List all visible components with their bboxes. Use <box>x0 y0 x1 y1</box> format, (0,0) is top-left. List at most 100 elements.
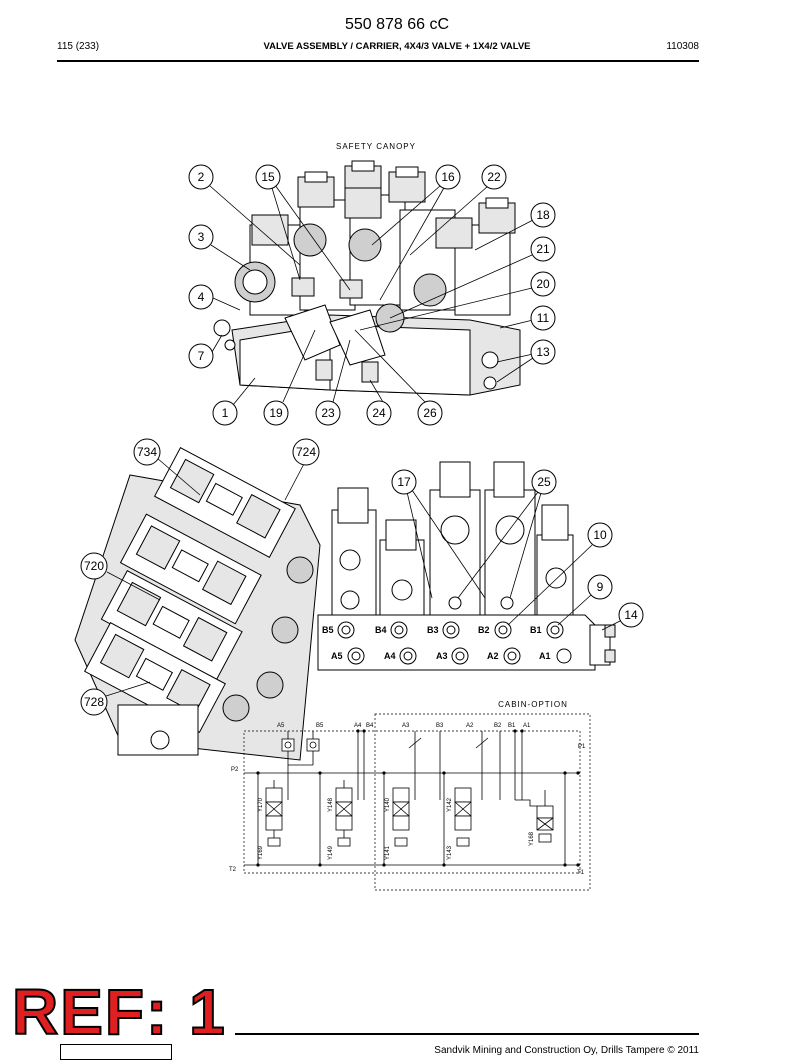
callout-25: 25 <box>531 469 557 495</box>
svg-text:20: 20 <box>536 277 550 291</box>
schematic-port-a3: A3 <box>402 723 410 729</box>
cabin-option-label: CABIN-OPTION <box>498 700 568 709</box>
svg-text:24: 24 <box>372 406 386 420</box>
top-callouts: 2 15 16 22 18 3 21 20 4 11 7 13 1 19 23 … <box>188 164 556 426</box>
schematic-port-b5: B5 <box>316 723 324 729</box>
schematic-port-a2: A2 <box>466 723 474 729</box>
schematic-t2: T2 <box>229 867 237 873</box>
callout-724: 724 <box>292 438 320 466</box>
page-number: 115 (233) <box>57 41 100 52</box>
callout-7: 7 <box>188 343 214 369</box>
date-code: 110308 <box>666 41 699 52</box>
callout-24: 24 <box>366 400 392 426</box>
solenoid-y142: Y142 <box>447 797 453 812</box>
left-callouts: 734 724 720 728 <box>80 438 320 716</box>
callout-13: 13 <box>530 339 556 365</box>
svg-text:724: 724 <box>296 445 316 459</box>
port-label-b1: B1 <box>530 625 542 635</box>
port-label-a4: A4 <box>384 651 396 661</box>
callout-20: 20 <box>530 271 556 297</box>
callout-720: 720 <box>80 552 108 580</box>
solenoid-y148: Y148 <box>328 797 334 812</box>
schematic-port-b2: B2 <box>494 723 502 729</box>
callout-16: 16 <box>435 164 461 190</box>
svg-text:7: 7 <box>198 349 205 363</box>
callout-1: 1 <box>212 400 238 426</box>
callout-26: 26 <box>417 400 443 426</box>
right-callouts: 17 25 10 9 14 <box>391 469 644 628</box>
ref-stamp: REF: 1 <box>11 976 227 1048</box>
schematic-port-b4: B4 <box>366 723 374 729</box>
port-label-b2: B2 <box>478 625 490 635</box>
callout-734: 734 <box>133 438 161 466</box>
callout-4: 4 <box>188 284 214 310</box>
solenoid-y149: Y149 <box>328 845 334 860</box>
port-label-a3: A3 <box>436 651 448 661</box>
canopy-label: SAFETY CANOPY <box>336 142 416 151</box>
callout-9: 9 <box>587 574 613 600</box>
solenoid-y169: Y169 <box>258 845 264 860</box>
callout-11: 11 <box>530 305 556 331</box>
left-leader-lines <box>105 457 307 697</box>
svg-text:17: 17 <box>397 475 411 489</box>
svg-text:1: 1 <box>222 406 229 420</box>
schematic-t1: T1 <box>577 870 585 876</box>
port-label-a1: A1 <box>539 651 551 661</box>
callout-728: 728 <box>80 688 108 716</box>
svg-text:13: 13 <box>536 345 550 359</box>
sandvik-logo <box>60 1044 172 1060</box>
svg-text:14: 14 <box>624 608 638 622</box>
left-valve-stack <box>74 446 321 761</box>
schematic-port-a1: A1 <box>523 723 531 729</box>
top-valve-assembly <box>213 160 521 396</box>
schematic-p1: P1 <box>578 744 586 750</box>
solenoid-y141: Y141 <box>385 845 391 860</box>
callout-2: 2 <box>188 164 214 190</box>
schematic-port-b1: B1 <box>508 723 516 729</box>
svg-text:728: 728 <box>84 695 104 709</box>
footer-divider <box>235 1033 699 1035</box>
callout-3: 3 <box>188 224 214 250</box>
port-label-a5: A5 <box>331 651 343 661</box>
solenoid-y168: Y168 <box>529 831 535 846</box>
schematic-p2: P2 <box>231 767 239 773</box>
port-label-b3: B3 <box>427 625 439 635</box>
page-title: VALVE ASSEMBLY / CARRIER, 4X4/3 VALVE + … <box>263 41 531 52</box>
solenoid-y143: Y143 <box>447 845 453 860</box>
svg-text:11: 11 <box>537 311 550 325</box>
svg-text:720: 720 <box>84 559 104 573</box>
svg-text:4: 4 <box>198 290 205 304</box>
svg-text:2: 2 <box>198 170 205 184</box>
document-number: 550 878 66 cC <box>344 16 450 33</box>
schematic-port-b3: B3 <box>436 723 444 729</box>
schematic-port-a4: A4 <box>354 723 362 729</box>
callout-17: 17 <box>391 469 417 495</box>
schematic-port-a5: A5 <box>277 723 285 729</box>
port-label-b5: B5 <box>322 625 334 635</box>
svg-text:16: 16 <box>441 170 455 184</box>
svg-text:734: 734 <box>137 445 157 459</box>
hydraulic-schematic: CABIN-OPTION A5 B5 A4 B4 A3 B3 A2 B2 B1 … <box>229 700 591 891</box>
svg-text:9: 9 <box>597 580 604 594</box>
svg-text:18: 18 <box>536 208 550 222</box>
callout-15: 15 <box>255 164 281 190</box>
port-label-b4: B4 <box>375 625 387 635</box>
svg-text:25: 25 <box>537 475 551 489</box>
right-manifold: B5 B4 B3 B2 B1 A5 A4 A3 A2 A1 <box>317 461 616 671</box>
callout-14: 14 <box>618 602 644 628</box>
svg-text:19: 19 <box>269 406 283 420</box>
top-leader-lines <box>209 184 534 406</box>
svg-text:15: 15 <box>261 170 275 184</box>
svg-text:26: 26 <box>423 406 437 420</box>
callout-22: 22 <box>481 164 507 190</box>
port-label-a2: A2 <box>487 651 499 661</box>
svg-text:3: 3 <box>198 230 205 244</box>
svg-text:21: 21 <box>536 242 550 256</box>
callout-18: 18 <box>530 202 556 228</box>
copyright-text: Sandvik Mining and Construction Oy, Dril… <box>434 1045 699 1056</box>
right-leader-lines <box>406 489 623 631</box>
solenoid-y140: Y140 <box>385 797 391 812</box>
svg-text:10: 10 <box>593 528 607 542</box>
svg-text:23: 23 <box>321 406 335 420</box>
